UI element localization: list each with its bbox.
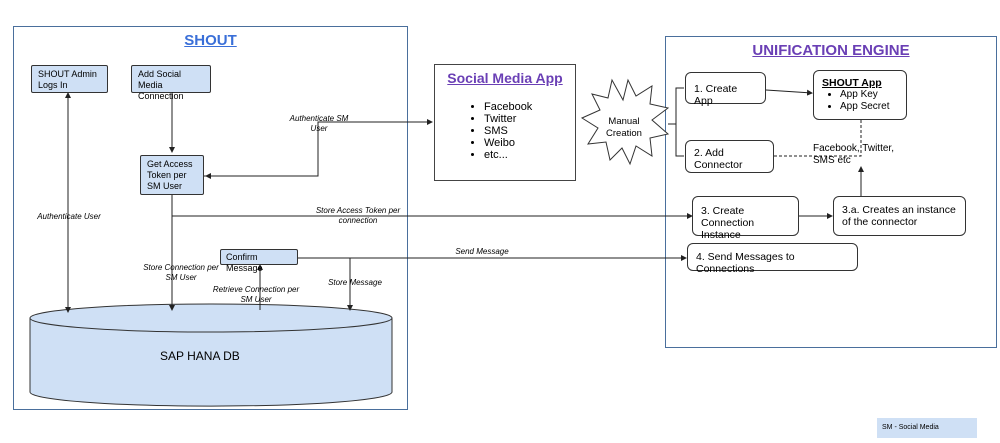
connector-types-label: Facebook, Twitter, SMS etc xyxy=(813,143,894,166)
edge-label-store-connection: Store Connection per SM User xyxy=(143,263,219,282)
social-app-list: Facebook Twitter SMS Weibo etc... xyxy=(464,101,594,161)
social-app-box xyxy=(434,64,576,181)
edge-label-send-message: Send Message xyxy=(455,247,509,256)
add-connector-box: 2. Add Connector xyxy=(685,140,774,173)
send-messages-box: 4. Send Messages to Connections xyxy=(687,243,858,275)
list-item: App Secret xyxy=(840,101,898,113)
list-item: etc... xyxy=(484,149,594,161)
database-cylinder xyxy=(29,303,393,407)
creates-instance-box: 3.a. Creates an instance of the connecto… xyxy=(833,196,966,236)
shout-app-box: SHOUT App App Key App Secret xyxy=(813,70,907,120)
shout-app-list: App Key App Secret xyxy=(822,89,898,113)
manual-creation-burst xyxy=(580,78,670,166)
shout-app-title: SHOUT App xyxy=(822,77,882,89)
manual-creation-label: Manual Creation xyxy=(606,116,642,139)
shout-title: SHOUT xyxy=(184,32,237,49)
edge-label-store-message: Store Message xyxy=(328,278,382,287)
create-connection-instance-box: 3. Create Connection Instance xyxy=(692,196,799,241)
add-social-box: Add Social Media Connection xyxy=(131,65,211,101)
unification-title: UNIFICATION ENGINE xyxy=(752,42,910,59)
edge-label-retrieve-connection: Retrieve Connection per SM User xyxy=(212,285,300,304)
admin-login-box: SHOUT Admin Logs In xyxy=(31,65,108,93)
edge-label-authenticate-user: Authenticate User xyxy=(37,212,101,221)
list-item: SMS xyxy=(484,125,594,137)
list-item: Twitter xyxy=(484,113,594,125)
list-item: Weibo xyxy=(484,137,594,149)
get-token-box: Get Access Token per SM User xyxy=(140,155,204,195)
confirm-message-box: Confirm Message xyxy=(220,249,298,273)
edge-label-store-access-token: Store Access Token per connection xyxy=(315,206,401,225)
list-item: App Key xyxy=(840,89,898,101)
edge-label-authenticate-sm-user: Authenticate SM User xyxy=(289,114,349,133)
list-item: Facebook xyxy=(484,101,594,113)
legend-box: SM - Social Media xyxy=(877,418,977,438)
social-app-title: Social Media App xyxy=(447,70,563,86)
database-label: SAP HANA DB xyxy=(160,349,240,363)
create-app-box: 1. Create App xyxy=(685,72,766,107)
